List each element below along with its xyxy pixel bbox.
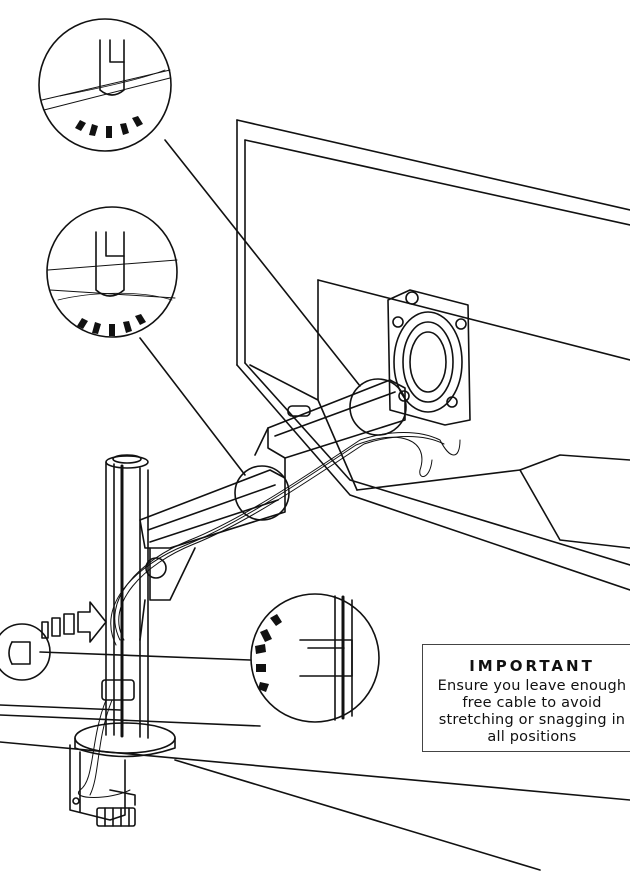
upper-arm: [254, 379, 406, 479]
callout-ring-upper: [349, 378, 407, 436]
insert-arrow-icon: [41, 601, 107, 643]
note-body: Ensure you leave enough free cable to av…: [437, 678, 627, 745]
important-note: IMPORTANT Ensure you leave enough free c…: [422, 644, 630, 752]
vesa-mount-plate: [387, 289, 471, 426]
desk-clamp: [69, 722, 176, 827]
detail-pole-callout: [250, 593, 380, 723]
cables: [77, 432, 461, 798]
detail-clip-callout: [0, 623, 51, 681]
detail-middle-callout: [46, 206, 178, 338]
callout-ring-lower: [234, 465, 290, 521]
leader-lines: [39, 139, 361, 661]
note-title: IMPORTANT: [469, 657, 595, 675]
pole: [101, 454, 149, 739]
lower-arm: [139, 469, 286, 641]
detail-top-callout: [38, 18, 172, 152]
monitor: [236, 119, 630, 591]
